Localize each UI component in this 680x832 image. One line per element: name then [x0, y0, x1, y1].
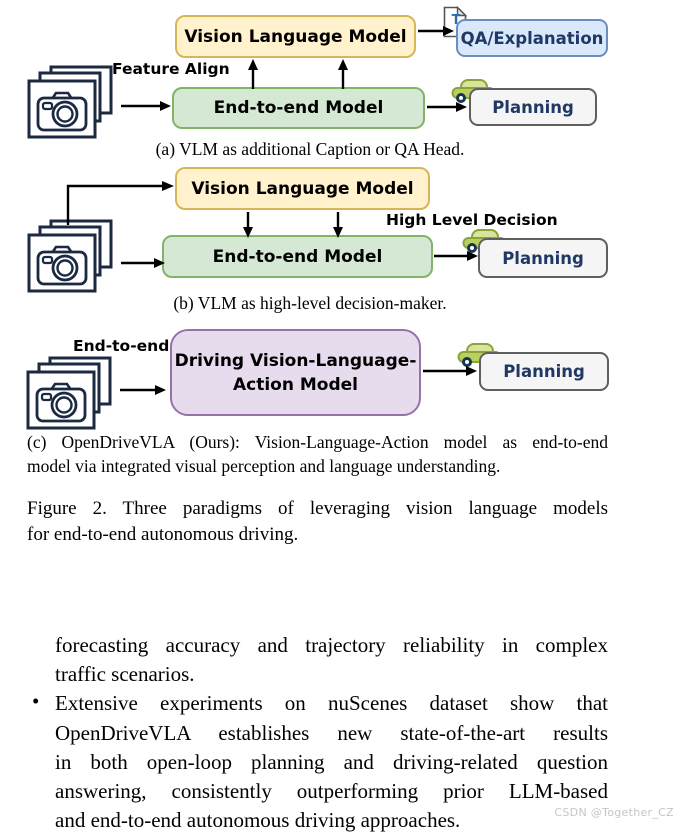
planning-label-b: Planning: [502, 248, 584, 268]
planning-box-c: Planning: [479, 352, 609, 391]
caption-c-line1: (c) OpenDriveVLA (Ours): Vision-Language…: [27, 432, 608, 452]
end-to-end-label-a: End-to-end Model: [213, 98, 384, 118]
body-line: Extensive experiments on nuScenes datase…: [55, 691, 608, 716]
arrow-e2e-to-planning-a: [427, 102, 467, 112]
body-line: and end-to-end autonomous driving approa…: [55, 808, 461, 832]
vlm-label-b: Vision Language Model: [191, 178, 414, 199]
arrow-vlm-to-qa-a: [418, 26, 454, 36]
csdn-watermark: CSDN @Together_CZ: [554, 806, 674, 819]
vlm-box-a: Vision Language Model: [175, 15, 416, 58]
arrow-e2e-to-planning-b: [434, 251, 478, 261]
feature-align-label: Feature Align: [112, 60, 230, 78]
body-line: OpenDriveVLA establishes new state-of-th…: [55, 720, 608, 745]
arrow-up-2-a: [338, 59, 348, 89]
arrow-camera-to-vla-c: [120, 385, 166, 395]
end-to-end-box-a: End-to-end Model: [172, 87, 425, 129]
camera-stack-icon-c: [26, 356, 112, 430]
vla-label-line1: Driving Vision-Language-: [174, 350, 417, 371]
arrow-down-1-b: [243, 212, 253, 238]
qa-explanation-box: QA/Explanation: [456, 19, 608, 57]
end-to-end-free-label-c: End-to-end: [73, 337, 170, 355]
vlm-box-b: Vision Language Model: [175, 167, 430, 210]
caption-c-line2: model via integrated visual perception a…: [27, 456, 501, 476]
end-to-end-label-b: End-to-end Model: [212, 246, 383, 267]
end-to-end-box-b: End-to-end Model: [162, 235, 433, 278]
arrow-vla-to-planning-c: [423, 366, 477, 376]
caption-c: (c) OpenDriveVLA (Ours): Vision-Language…: [27, 430, 608, 478]
vlm-label-a: Vision Language Model: [184, 26, 407, 47]
arrow-up-1-a: [248, 59, 258, 89]
body-text: forecasting accuracy and trajectory reli…: [55, 631, 608, 832]
arrow-camera-to-e2e-a: [121, 101, 171, 111]
arrow-camera-to-e2e-b: [121, 258, 165, 268]
figure-caption-line1: Figure 2. Three paradigms of leveraging …: [27, 498, 608, 519]
planning-label-a: Planning: [492, 97, 574, 117]
body-line: forecasting accuracy and trajectory reli…: [55, 633, 608, 657]
arrow-camera-to-vlm-b: [66, 181, 174, 225]
qa-explanation-label: QA/Explanation: [460, 28, 604, 48]
vla-label-line2: Action Model: [232, 374, 358, 395]
figure-caption: Figure 2. Three paradigms of leveraging …: [27, 496, 608, 548]
caption-a: (a) VLM as additional Caption or QA Head…: [155, 139, 465, 159]
body-line: in both open-loop planning and driving-r…: [55, 749, 608, 774]
body-line: traffic scenarios.: [55, 662, 195, 687]
planning-box-a: Planning: [469, 88, 597, 126]
figure-caption-line2: for end-to-end autonomous driving.: [27, 524, 299, 545]
arrow-down-2-b: [333, 212, 343, 238]
high-level-decision-label: High Level Decision: [386, 211, 558, 229]
planning-label-c: Planning: [503, 362, 585, 381]
bullet-marker: •: [32, 689, 40, 713]
document-icon-letter: T: [451, 13, 461, 28]
caption-b: (b) VLM as high-level decision-maker.: [173, 293, 447, 313]
planning-box-b: Planning: [478, 238, 608, 278]
body-line: answering, consistently outperforming pr…: [55, 778, 608, 803]
vla-box-c: Driving Vision-Language- Action Model: [170, 329, 421, 416]
camera-stack-icon-b: [27, 219, 113, 293]
camera-stack-icon-a: [27, 65, 113, 139]
